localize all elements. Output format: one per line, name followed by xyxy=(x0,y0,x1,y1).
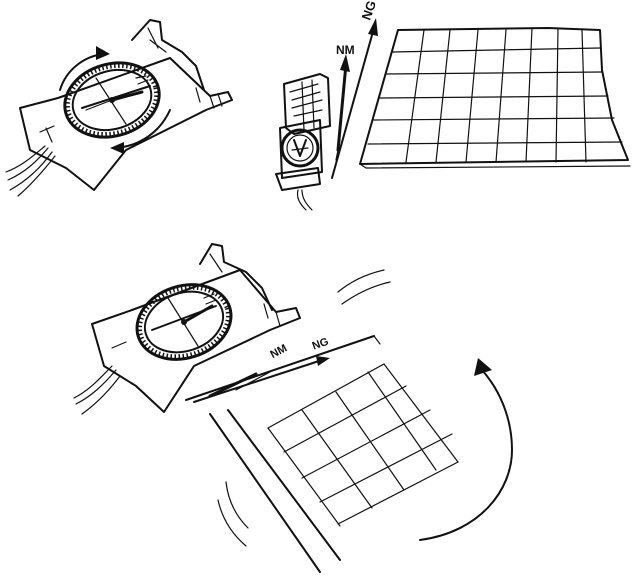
grid-north-arrow: NG xyxy=(331,0,379,179)
panel-rotate-bezel xyxy=(5,19,233,197)
rotated-map-sheet xyxy=(185,335,459,573)
north-indicators: NM NG xyxy=(193,336,331,403)
compass-icon xyxy=(275,73,331,211)
magnetic-north-arrow: NM xyxy=(335,43,355,161)
grid-map xyxy=(359,27,631,169)
rotate-arrow-top xyxy=(59,46,110,91)
magnetic-north-label: NM xyxy=(268,342,289,361)
lanyard-icon xyxy=(5,145,56,197)
compass-icon xyxy=(135,283,233,361)
compass-baseplate xyxy=(19,57,233,191)
compass-mirror-lid xyxy=(131,19,205,91)
lanyard-icon xyxy=(73,365,121,415)
rotate-arrow-large xyxy=(419,358,513,541)
motion-lines-bottom xyxy=(217,481,249,547)
magnetic-north-label: NM xyxy=(336,43,355,57)
panel-rotate-map: NM NG xyxy=(73,243,513,573)
compass-icon xyxy=(63,61,161,139)
compass-mirror-lid xyxy=(199,243,273,311)
grid-north-label: NG xyxy=(358,0,379,22)
panel-align-to-grid-north: NG NM xyxy=(275,0,631,211)
compass-baseplate xyxy=(91,269,301,413)
grid-north-label: NG xyxy=(311,336,331,353)
rotate-arrow-bottom xyxy=(110,109,171,154)
motion-lines-top xyxy=(337,269,391,305)
